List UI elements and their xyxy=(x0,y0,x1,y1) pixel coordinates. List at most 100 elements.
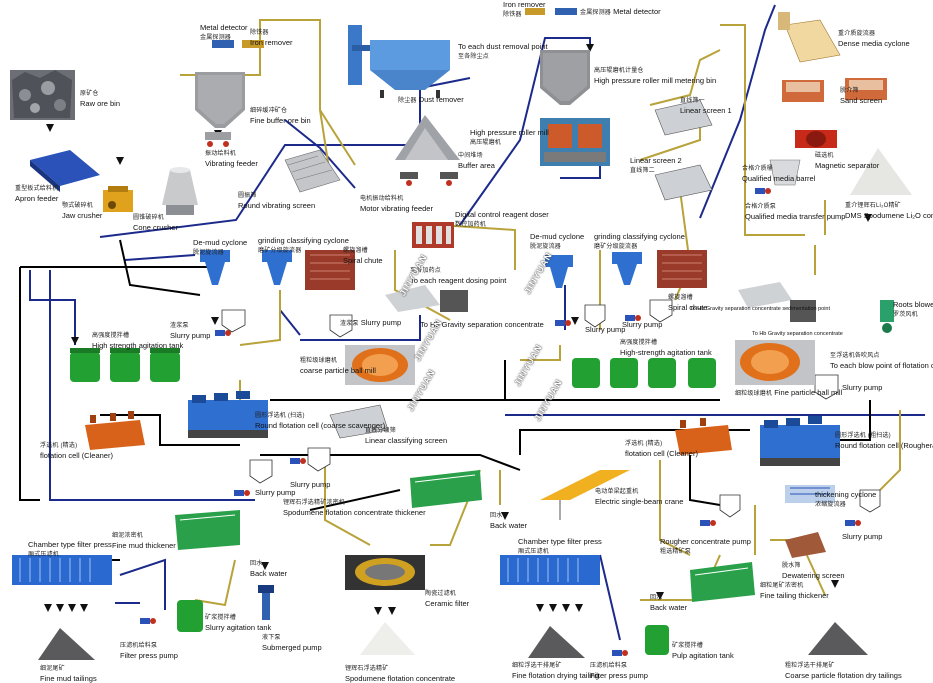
flotation-cleaner-2-cn: 浮选机 (精选) xyxy=(625,441,663,447)
grinding-cyclone-2-label: grinding classifying cyclone 磨矿分级旋流器 xyxy=(594,232,685,252)
metal-detector-2-label: 金属探测器 Metal detector xyxy=(580,7,661,18)
to-gravity-3-label: To Hb Gravity separation concentrate xyxy=(752,330,843,339)
slurry-pump-6-en: Slurry pump xyxy=(622,320,663,329)
motor-vibrating-feeder-en: Motor vibrating feeder xyxy=(360,204,433,213)
iron-remover-cn: 除铁器 xyxy=(250,30,269,36)
back-water-2-cn: 回水 xyxy=(250,561,263,567)
fine-ball-mill xyxy=(735,340,815,385)
spodumene-concentrate-pile xyxy=(360,622,415,655)
slurry-pump-5-label: Slurry pump xyxy=(585,325,625,334)
slurry-pump-7-en: Slurry pump xyxy=(842,383,883,392)
agitation-tank-2-en: High-strength agitation tank xyxy=(620,348,712,357)
fine-buffer-en: Fine buffer ore bin xyxy=(250,116,311,125)
slurry-agitation-tank-left xyxy=(177,600,203,632)
agitation-tank-1-cn: 高强度搅拌槽 xyxy=(92,333,130,339)
fine-ball-mill-en: Fine particle ball mill xyxy=(774,388,843,397)
magnetic-separator-cn: 磁选机 xyxy=(815,153,834,159)
chamber-filter-2-en: Chamber type filter press xyxy=(518,537,602,546)
to-blow-point-en: To each blow point of flotation cell xyxy=(830,361,933,370)
coarse-dry-tailings-pile xyxy=(808,622,868,655)
qualified-media-barrel-en: Qualified media barrel xyxy=(742,174,816,183)
vibrating-feeder xyxy=(205,132,231,147)
thickening-cyclone-cn: 浓缩旋流器 xyxy=(815,502,847,508)
iron-remover-2-cn: 除铁器 xyxy=(503,12,522,18)
magnetic-separator xyxy=(795,130,837,148)
crane-en: Electric single-beam crane xyxy=(595,497,684,506)
concentrate-thickener-cn: 锂辉石浮选精矿浓密机 xyxy=(283,500,346,506)
dust-remover xyxy=(348,25,450,98)
round-vibrating-screen xyxy=(284,149,341,193)
spiral-chute-1-cn: 螺旋溜槽 xyxy=(343,248,368,254)
slurry-pump-4-label: Slurry pump xyxy=(290,480,330,489)
qualified-media-barrel xyxy=(769,159,801,186)
qualified-media-barrel-label: 合格介质桶 Qualified media barrel xyxy=(742,163,815,183)
dense-media-cyclone xyxy=(778,12,841,63)
de-mud-cyclone-1-label: De-mud cyclone 脱泥旋流器 xyxy=(193,238,247,258)
chamber-filter-2-cn: 厢式压滤机 xyxy=(518,549,550,555)
raw-ore-bin xyxy=(10,70,75,120)
coarse-ball-mill xyxy=(345,345,415,385)
concentrate-thickener xyxy=(410,470,482,508)
submerged-pump-en: Submerged pump xyxy=(262,643,322,652)
round-vibrating-screen-cn: 圆振筛 xyxy=(238,193,257,199)
slurry-pump-3-label: Slurry pump xyxy=(255,488,295,497)
slurry-pump-1-en: Slurry pump xyxy=(170,331,211,340)
to-gravity-2-en: To Hb Gravity separation concentrate sed… xyxy=(690,306,831,312)
slurry-pump-7-label: Slurry pump xyxy=(842,383,882,392)
crane-cn: 电动单梁起重机 xyxy=(595,489,639,495)
metal-detector-cn: 金属探测器 xyxy=(200,35,232,41)
grinding-cyclone-2-cn: 磨矿分级旋流器 xyxy=(594,244,638,250)
apron-feeder xyxy=(30,150,100,192)
flotation-cleaner-1-cn: 浮选机 (精选) xyxy=(40,443,78,449)
round-flotation-rougher-cn: 圆形浮选机 (粗扫选) xyxy=(835,433,891,439)
sand-screen xyxy=(782,78,887,102)
metal-detector-2-cn: 金属探测器 xyxy=(580,10,612,16)
chamber-filter-press-right xyxy=(500,555,600,585)
round-flotation-rougher-label: 圆形浮选机 (粗扫选)Round flotation cell (Rougher… xyxy=(835,430,933,450)
grinding-cyclone-2-en: grinding classifying cyclone xyxy=(594,232,685,241)
grinding-cyclone-right xyxy=(612,252,642,285)
chamber-filter-1-cn: 厢式压滤机 xyxy=(28,552,60,558)
qualified-media-barrel-cn: 合格介质桶 xyxy=(742,166,774,172)
chamber-filter-press-left xyxy=(12,555,112,585)
flotation-cleaner-1-en: flotation cell (Cleaner) xyxy=(40,451,113,460)
fine-ball-mill-cn: 细粒级球磨机 xyxy=(735,391,773,397)
pipe-lines xyxy=(19,4,925,641)
fine-mud-tailings-cn: 细泥尾矿 xyxy=(40,666,65,672)
fine-flotation-drying-cn: 细粒浮选干排尾矿 xyxy=(512,663,562,669)
hprm-en: High pressure roller mill xyxy=(470,128,549,137)
de-mud-cyclone-1-en: De-mud cyclone xyxy=(193,238,248,247)
jaw-crusher xyxy=(103,186,133,212)
slurry-pump-5-en: Slurry pump xyxy=(585,325,626,334)
slurry-pump-boxes xyxy=(221,299,881,518)
jaw-crusher-en: Jaw crusher xyxy=(62,211,103,220)
linear-screen-1 xyxy=(654,99,713,136)
round-flotation-scavenger-cn: 圆形浮选机 (扫选) xyxy=(255,413,305,419)
de-mud-cyclone-left xyxy=(200,250,230,285)
de-mud-cyclone-1-cn: 脱泥旋流器 xyxy=(193,250,225,256)
filter-press-pump-2-en: Filter press pump xyxy=(590,671,648,680)
dewatering-screen-en: Dewatering screen xyxy=(782,571,845,580)
